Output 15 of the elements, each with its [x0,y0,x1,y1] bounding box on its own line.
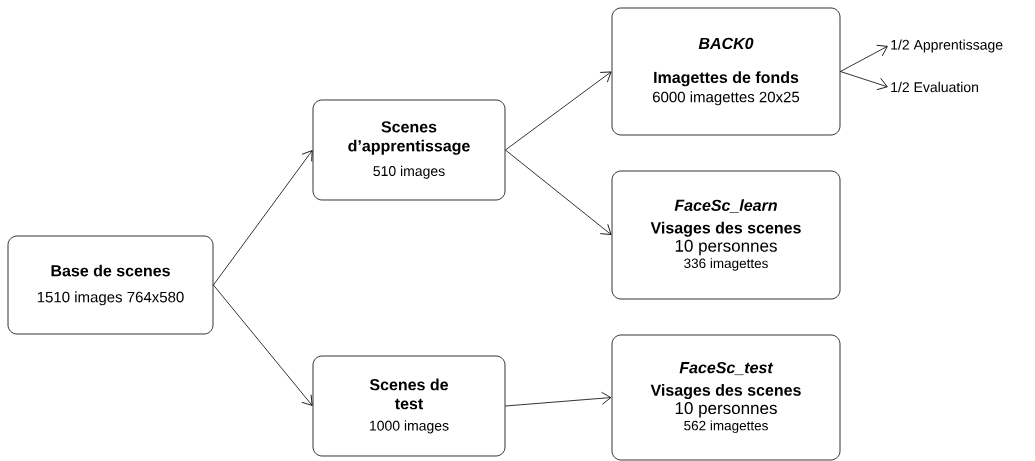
process-box: BACK0 Imagettes de fonds 6000 imagettes 20x25 [611,7,841,136]
arrow [213,284,313,406]
arrow [213,150,313,286]
branch-label: 1/2 Evaluation [891,81,978,93]
process-box: FaceSc_learn Visages des scenes 10 personnes 336 imagettes [611,170,841,300]
arrow [505,391,612,407]
process-box: FaceSc_test Visages des scenes 10 personnes 562 imagettes [611,334,841,461]
process-box: Base de scenes 1510 images 764x580 [7,235,214,335]
arrow [505,71,612,151]
arrow [840,44,888,72]
process-box: Scenes d’apprentissage 510 images [312,99,506,201]
process-box: Scenes de test 1000 images [312,355,506,457]
branch-label: 1/2 Apprentissage [891,39,1003,53]
arrow [505,149,612,235]
arrow [840,71,888,91]
